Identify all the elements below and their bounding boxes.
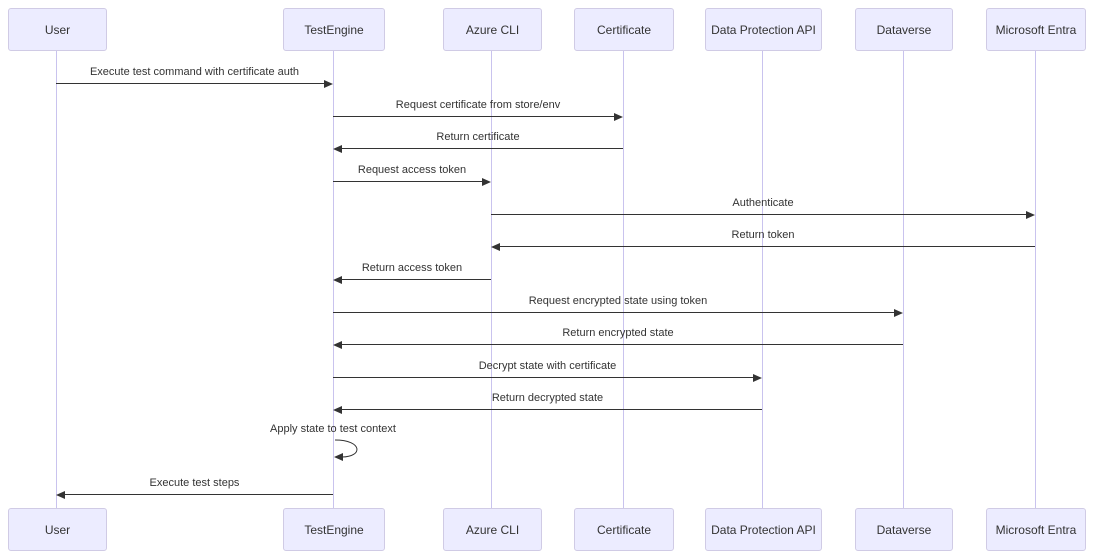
message-label: Request encrypted state using token bbox=[528, 295, 708, 307]
message-label: Authenticate bbox=[732, 197, 794, 209]
message-line bbox=[333, 116, 615, 117]
message-line bbox=[341, 279, 491, 280]
actor-label: Certificate bbox=[596, 522, 652, 537]
message-label: Apply state to test context bbox=[270, 423, 396, 435]
actor-bottom-testengine: TestEngine bbox=[283, 508, 385, 551]
actor-label: Dataverse bbox=[876, 522, 932, 537]
message-line bbox=[341, 344, 903, 345]
message-label: Return access token bbox=[361, 262, 463, 274]
lifeline-dataverse bbox=[903, 49, 904, 508]
message-label: Return encrypted state bbox=[562, 327, 674, 339]
actor-bottom-entra: Microsoft Entra bbox=[986, 508, 1086, 551]
actor-top-entra: Microsoft Entra bbox=[986, 8, 1086, 51]
message-line bbox=[341, 148, 623, 149]
actor-label: Microsoft Entra bbox=[995, 22, 1077, 37]
arrowhead bbox=[894, 309, 903, 317]
actor-top-user: User bbox=[8, 8, 107, 51]
actor-top-dataprotection: Data Protection API bbox=[705, 8, 822, 51]
actor-bottom-dataverse: Dataverse bbox=[855, 508, 953, 551]
message-label: Request access token bbox=[357, 164, 467, 176]
arrowhead bbox=[333, 406, 342, 414]
message-line bbox=[499, 246, 1035, 247]
message-label: Decrypt state with certificate bbox=[478, 360, 617, 372]
message-line bbox=[341, 409, 762, 410]
actor-label: Microsoft Entra bbox=[995, 522, 1077, 537]
arrowhead bbox=[614, 113, 623, 121]
actor-label: User bbox=[44, 22, 71, 37]
arrowhead bbox=[482, 178, 491, 186]
actor-label: Data Protection API bbox=[711, 522, 816, 537]
actor-label: Azure CLI bbox=[465, 522, 520, 537]
actor-bottom-dataprotection: Data Protection API bbox=[705, 508, 822, 551]
message-label: Request certificate from store/env bbox=[395, 99, 561, 111]
lifeline-dataprotection bbox=[762, 49, 763, 508]
message-label: Return decrypted state bbox=[491, 392, 604, 404]
actor-label: Azure CLI bbox=[465, 22, 520, 37]
lifeline-azurecli bbox=[491, 49, 492, 508]
message-label: Execute test steps bbox=[149, 477, 240, 489]
message-line bbox=[333, 312, 895, 313]
arrowhead bbox=[324, 80, 333, 88]
arrowhead bbox=[333, 341, 342, 349]
actor-top-dataverse: Dataverse bbox=[855, 8, 953, 51]
arrowhead bbox=[491, 243, 500, 251]
arrowhead bbox=[333, 145, 342, 153]
actor-top-azurecli: Azure CLI bbox=[443, 8, 542, 51]
actor-label: Data Protection API bbox=[711, 22, 816, 37]
actor-top-testengine: TestEngine bbox=[283, 8, 385, 51]
lifeline-user bbox=[56, 49, 57, 508]
arrowhead bbox=[333, 276, 342, 284]
actor-label: TestEngine bbox=[304, 22, 364, 37]
message-label: Execute test command with certificate au… bbox=[89, 66, 300, 78]
message-line bbox=[333, 181, 483, 182]
message-line bbox=[491, 214, 1027, 215]
message-line bbox=[56, 83, 325, 84]
message-label: Return certificate bbox=[436, 131, 520, 143]
lifeline-entra bbox=[1035, 49, 1036, 508]
arrowhead bbox=[753, 374, 762, 382]
actor-top-certificate: Certificate bbox=[574, 8, 674, 51]
actor-label: Certificate bbox=[596, 22, 652, 37]
message-line bbox=[64, 494, 333, 495]
message-label: Return token bbox=[731, 229, 795, 241]
message-line bbox=[333, 377, 754, 378]
arrowhead bbox=[1026, 211, 1035, 219]
lifeline-certificate bbox=[623, 49, 624, 508]
actor-label: User bbox=[44, 522, 71, 537]
actor-bottom-certificate: Certificate bbox=[574, 508, 674, 551]
actor-bottom-user: User bbox=[8, 508, 107, 551]
self-loop-arrow bbox=[334, 439, 358, 461]
arrowhead bbox=[56, 491, 65, 499]
actor-bottom-azurecli: Azure CLI bbox=[443, 508, 542, 551]
actor-label: Dataverse bbox=[876, 22, 932, 37]
actor-label: TestEngine bbox=[304, 522, 364, 537]
